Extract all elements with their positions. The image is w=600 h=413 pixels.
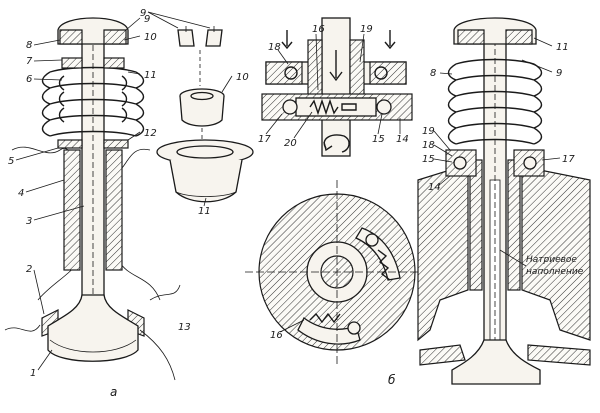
figure-a-valve bbox=[4, 17, 181, 381]
label-c-17: 17 bbox=[562, 154, 575, 165]
figure-b-labels: 16 19 18 17 20 15 14 16 б bbox=[258, 24, 409, 387]
caption-b: б bbox=[388, 373, 396, 387]
label-5: 5 bbox=[8, 156, 14, 167]
label-9: 9 bbox=[144, 14, 150, 25]
label-16-disc: 16 bbox=[270, 330, 283, 341]
label-c-8: 8 bbox=[430, 68, 436, 79]
figure-a-labels: 9 8 7 6 9 10 11 12 5 4 3 2 1 13 10 11 а bbox=[8, 8, 249, 399]
inner-spring bbox=[58, 75, 128, 123]
label-19: 19 bbox=[360, 24, 373, 35]
label-c-14: 14 bbox=[428, 182, 441, 193]
label-18: 18 bbox=[268, 42, 281, 53]
caption-a: а bbox=[110, 385, 117, 399]
label-11: 11 bbox=[144, 70, 157, 81]
label-3: 3 bbox=[26, 216, 32, 227]
exploded-parts bbox=[156, 26, 254, 203]
label-20: 20 bbox=[284, 138, 297, 149]
label-13: 13 bbox=[178, 322, 191, 333]
figure-b-disc bbox=[245, 180, 430, 364]
label-2: 2 bbox=[26, 264, 32, 275]
label-c-9: 9 bbox=[556, 68, 562, 79]
label-c-15: 15 bbox=[422, 154, 435, 165]
figure-c-sodium-valve bbox=[417, 17, 591, 385]
label-1: 1 bbox=[30, 368, 36, 379]
label-8: 8 bbox=[26, 40, 32, 51]
label-15: 15 bbox=[372, 134, 385, 145]
label-10-exploded: 10 bbox=[236, 72, 249, 83]
sodium-note-line2: наполнение bbox=[526, 267, 584, 277]
figure-b-rotator bbox=[261, 17, 413, 157]
label-7: 7 bbox=[26, 56, 33, 67]
figure-c-labels: 11 9 8 19 18 15 14 17 Натриевое наполнен… bbox=[422, 37, 584, 277]
label-10: 10 bbox=[144, 32, 157, 43]
label-12: 12 bbox=[144, 128, 157, 139]
label-11-exploded: 11 bbox=[198, 206, 211, 217]
sodium-valve-spring bbox=[447, 58, 543, 145]
label-c-19: 19 bbox=[422, 126, 435, 137]
label-9-exploded: 9 bbox=[140, 8, 146, 19]
label-c-18: 18 bbox=[422, 140, 435, 151]
label-4: 4 bbox=[18, 188, 24, 199]
label-6: 6 bbox=[26, 74, 32, 85]
label-16-top: 16 bbox=[312, 24, 325, 35]
label-14: 14 bbox=[396, 134, 409, 145]
sodium-note-line1: Натриевое bbox=[526, 255, 577, 265]
label-17: 17 bbox=[258, 134, 271, 145]
label-c-11: 11 bbox=[556, 42, 569, 53]
